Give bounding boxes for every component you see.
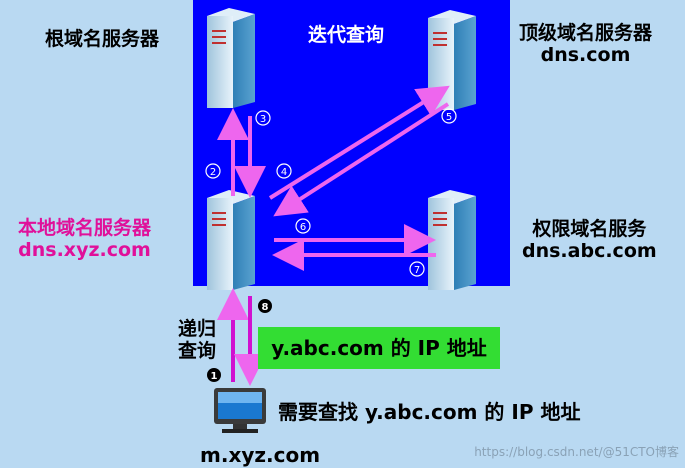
recursive-label-line2: 查询 xyxy=(178,340,217,362)
local-server-label: 本地域名服务器 dns.xyz.com xyxy=(18,217,151,261)
client-computer-icon xyxy=(214,388,266,433)
auth-server-domain: dns.abc.com xyxy=(522,240,657,262)
svg-text:5: 5 xyxy=(446,112,452,123)
local-server-domain: dns.xyz.com xyxy=(18,239,151,261)
panel-title: 迭代查询 xyxy=(308,24,385,46)
client-host-label: m.xyz.com xyxy=(200,443,321,467)
tld-server-name: 顶级域名服务器 xyxy=(519,22,653,44)
root-server-label: 根域名服务器 xyxy=(45,28,160,50)
local-server-icon xyxy=(207,190,255,290)
tld-server-domain: dns.com xyxy=(540,44,631,66)
client-task-label: 需要查找 y.abc.com 的 IP 地址 xyxy=(278,400,581,424)
root-server-icon xyxy=(207,8,255,108)
arrow-step-5 xyxy=(273,102,450,217)
auth-server-icon xyxy=(428,190,476,290)
auth-server-name: 权限域名服务 xyxy=(532,218,647,240)
local-server-name: 本地域名服务器 xyxy=(18,217,152,239)
tld-server-label: 顶级域名服务器 dns.com xyxy=(519,22,652,66)
svg-text:1: 1 xyxy=(211,371,218,382)
svg-text:4: 4 xyxy=(281,167,287,178)
answer-box: y.abc.com 的 IP 地址 xyxy=(258,327,500,369)
step-2-badge: 2 xyxy=(205,163,221,179)
svg-text:3: 3 xyxy=(260,114,266,125)
step-4-badge: 4 xyxy=(276,163,292,179)
svg-text:6: 6 xyxy=(300,222,306,233)
recursive-query-label: 递归 查询 xyxy=(178,318,216,362)
step-1-badge: 1 xyxy=(207,368,221,382)
step-3-badge: 3 xyxy=(255,110,271,126)
svg-text:2: 2 xyxy=(210,167,216,178)
watermark: https://blog.csdn.net/@51CTO博客 xyxy=(474,445,679,459)
recursive-label-line1: 递归 xyxy=(178,318,217,340)
step-7-badge: 7 xyxy=(409,261,425,277)
step-5-badge: 5 xyxy=(441,108,457,124)
step-8-badge: 8 xyxy=(258,299,272,313)
svg-text:8: 8 xyxy=(262,302,269,313)
step-6-badge: 6 xyxy=(295,218,311,234)
svg-text:7: 7 xyxy=(414,265,420,276)
auth-server-label: 权限域名服务 dns.abc.com xyxy=(522,218,657,262)
arrow-step-4 xyxy=(268,85,450,200)
